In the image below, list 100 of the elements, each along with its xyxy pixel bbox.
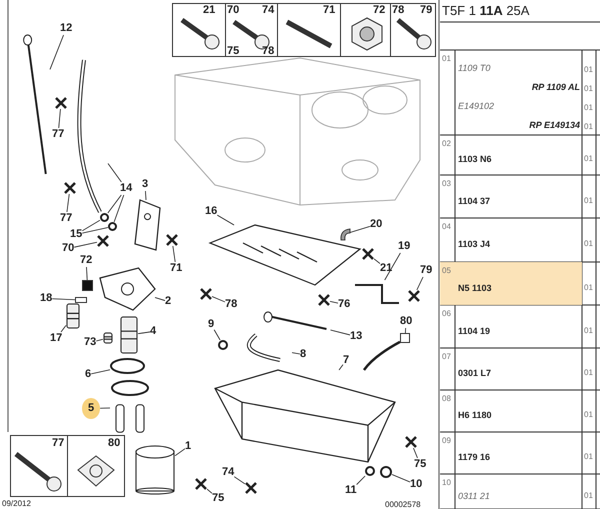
callout-number: 74 xyxy=(262,4,274,17)
part-number: N5 1103 xyxy=(458,282,492,294)
date-text: 09/2012 xyxy=(2,498,31,509)
callout-number: 79 xyxy=(420,4,432,17)
leader-line xyxy=(145,190,146,200)
row-number: 09 xyxy=(442,435,451,447)
fixing-mark xyxy=(408,290,420,302)
quantity: 01 xyxy=(584,83,593,95)
leader-line xyxy=(330,330,350,336)
leader-line xyxy=(404,328,406,334)
leader-line xyxy=(154,297,166,301)
callout-number: 16 xyxy=(205,205,218,218)
callout-number: 19 xyxy=(398,240,410,253)
fixing-mark xyxy=(405,436,417,448)
fixing-mark xyxy=(200,288,212,300)
drawing-number: 00002578 xyxy=(385,499,421,509)
callout-number: 71 xyxy=(323,4,336,17)
row-number: 10 xyxy=(442,477,451,489)
part-number: 1104 37 xyxy=(458,194,490,206)
part-number: 1179 16 xyxy=(458,451,490,463)
leader-line xyxy=(138,332,150,334)
callout-number: 75 xyxy=(212,492,224,505)
row-number: 06 xyxy=(442,308,451,320)
leader-line xyxy=(330,300,338,304)
callout-number: 76 xyxy=(338,298,350,311)
leader-line xyxy=(90,369,110,374)
row-number: 05 xyxy=(442,265,451,277)
leader-line xyxy=(416,276,424,290)
leader-line xyxy=(413,448,418,458)
callout-number: 75 xyxy=(227,45,240,58)
bracket-drawing xyxy=(135,200,160,250)
callout-number: 17 xyxy=(50,332,62,345)
callout-number: 14 xyxy=(120,182,132,195)
pressure-switch-drawing xyxy=(66,303,80,329)
quantity: 01 xyxy=(584,282,593,294)
fixing-mark xyxy=(166,234,178,246)
callout-number: 10 xyxy=(410,478,422,491)
leader-line xyxy=(52,298,76,300)
callout-number: 70 xyxy=(62,242,74,255)
row-number: 02 xyxy=(442,138,451,150)
square-nut-drawing xyxy=(82,280,93,291)
fixing-mark xyxy=(195,478,207,490)
row-number: 04 xyxy=(442,221,451,233)
leader-line xyxy=(114,194,124,222)
quantity: 01 xyxy=(584,409,593,421)
callout-number: 78 xyxy=(225,298,238,311)
fixing-mark xyxy=(55,97,67,109)
callout-number: 15 xyxy=(70,228,82,241)
row-number: 08 xyxy=(442,393,451,405)
quantity: 01 xyxy=(584,121,593,133)
leader-line xyxy=(384,252,401,280)
washer-drawing xyxy=(365,466,375,476)
drain-plug-drawing xyxy=(380,466,392,478)
callout-number: 5 xyxy=(82,398,100,419)
gasket-ring-drawing xyxy=(110,358,145,374)
seal-drawing xyxy=(103,332,113,344)
leader-line xyxy=(216,214,234,226)
leader-line xyxy=(107,194,122,214)
quantity: 01 xyxy=(584,238,593,250)
quantity: 01 xyxy=(584,451,593,463)
leader-line xyxy=(172,246,176,262)
callout-number: 20 xyxy=(370,218,382,231)
leader-line xyxy=(74,242,98,248)
o-ring-drawing xyxy=(100,213,109,222)
callout-number: 12 xyxy=(60,22,72,35)
square-marker xyxy=(400,333,410,343)
callout-number: 21 xyxy=(203,4,216,17)
leader-line xyxy=(338,364,344,370)
callout-number: 77 xyxy=(52,437,64,450)
callout-number: 3 xyxy=(142,178,148,191)
callout-number: 18 xyxy=(40,292,52,305)
quantity: 01 xyxy=(584,367,593,379)
leader-line xyxy=(82,227,108,234)
leader-line xyxy=(60,324,66,332)
quantity: 01 xyxy=(584,194,593,206)
leader-line xyxy=(356,476,366,485)
threaded-stem-drawing xyxy=(120,316,138,354)
callout-number: 70 xyxy=(227,4,240,17)
callout-number: 72 xyxy=(373,4,386,17)
leader-line xyxy=(234,476,246,484)
callout-number: 9 xyxy=(208,318,214,331)
washer-drawing xyxy=(75,297,87,303)
callout-number: 21 xyxy=(380,262,392,275)
leader-line xyxy=(100,408,110,409)
quantity: 01 xyxy=(584,490,593,502)
part-number: 1109 T0 xyxy=(458,62,490,74)
callout-number: 13 xyxy=(350,330,362,343)
part-number: 1104 19 xyxy=(458,324,490,336)
part-number: 0311 21 xyxy=(458,490,490,502)
part-number: 1103 J4 xyxy=(458,238,490,250)
leader-line xyxy=(212,296,226,302)
row-number: 01 xyxy=(442,53,451,65)
callout-number: 80 xyxy=(400,315,412,328)
callout-number: 74 xyxy=(222,466,234,479)
leader-line xyxy=(292,352,300,354)
callout-number: 79 xyxy=(420,264,432,277)
leader-line xyxy=(392,474,410,482)
callout-number: 77 xyxy=(60,212,72,225)
leader-line xyxy=(82,220,100,232)
callout-number: 6 xyxy=(85,368,92,381)
